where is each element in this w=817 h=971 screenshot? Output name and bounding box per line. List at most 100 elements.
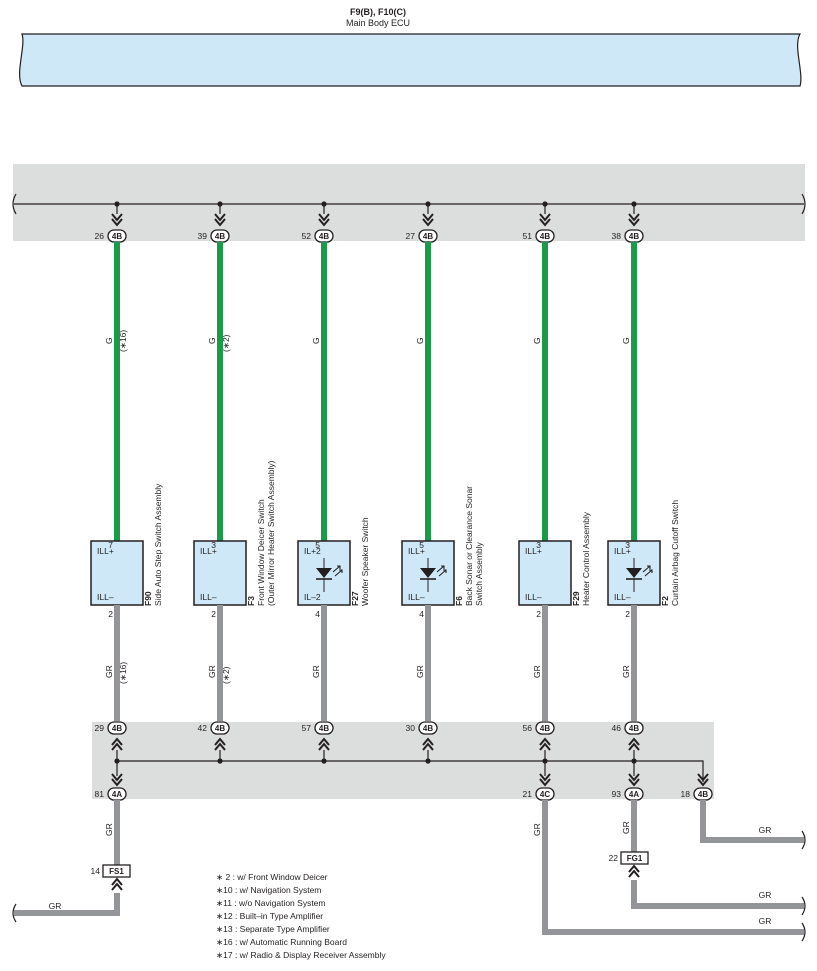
lower-chevron-icon (111, 737, 123, 751)
wire-option-note: (∗2) (221, 334, 231, 352)
component-name-line-1: Front Window Deicer Switch (256, 499, 266, 606)
wire-81-label: GR (104, 823, 114, 836)
ground-wire-color-label: GR (104, 665, 114, 678)
ground-wire-color-label: GR (415, 665, 425, 678)
gray-wire-fs1-exit (14, 893, 120, 916)
pin-out: 2 (625, 609, 630, 619)
pin-out-label: ILL– (525, 592, 542, 602)
lower-chevron-icon (628, 737, 640, 751)
ground-wire-color-label: GR (207, 665, 217, 678)
lower-output-pin: 81 (95, 789, 105, 799)
pin-in: 3 (211, 540, 216, 550)
lower-output-connector-code: 4A (112, 790, 122, 799)
bottom-connector-code: 4B (423, 724, 433, 733)
bottom-pin: 30 (406, 723, 416, 733)
exit-break-2 (801, 830, 806, 850)
lower-chevron-icon (539, 737, 551, 751)
wire-color-label: G (311, 337, 321, 344)
pin-out: 4 (315, 609, 320, 619)
wire-color-label: G (621, 337, 631, 344)
top-connector-code: 4B (112, 232, 122, 241)
pin-in-label: ILL+ (525, 546, 542, 556)
upper-junction-band (13, 164, 805, 241)
pin-out-label: ILL– (97, 592, 114, 602)
bottom-connector (107, 721, 127, 735)
lower-output-chevron-icon (628, 773, 640, 787)
ecu-code: F9(B), F10(C) (350, 7, 406, 17)
top-pin: 51 (523, 231, 533, 241)
pin-in-label: ILL+ (97, 546, 114, 556)
ecu-name: Main Body ECU (346, 18, 410, 28)
option-note-1: ∗ 2 : w/ Front Window Deicer (216, 872, 328, 882)
gray-wire-fg1-exit (631, 880, 804, 909)
component-code: F3 (246, 596, 256, 606)
gray-wire-18 (700, 800, 804, 843)
light-rays-icon (332, 565, 343, 577)
upper-chevron-icon (111, 213, 123, 227)
ground-wire-color-label: GR (311, 665, 321, 678)
upper-bus-break-right (801, 193, 806, 215)
fs1-ground-pin: 14 (91, 866, 101, 876)
exit-wire-3-label: GR (759, 890, 772, 900)
component-name-line-1: Heater Control Assembly (581, 511, 591, 606)
exit-wire-4-label: GR (759, 916, 772, 926)
bottom-connector-code: 4B (540, 724, 550, 733)
ground-wire-option-note: (∗16) (118, 662, 128, 684)
exit-wire-1-label: GR (49, 901, 62, 911)
fg1-ground-code: FG1 (627, 854, 643, 863)
option-note-4: ∗12 : Built–in Type Amplifier (216, 911, 323, 921)
component-name-line-1: Curtain Airbag Cutoff Switch (670, 500, 680, 606)
pin-in-label: IL+2 (304, 546, 321, 556)
lower-output-pin: 21 (523, 789, 533, 799)
option-note-7: ∗17 : w/ Radio & Display Receiver Assemb… (216, 950, 386, 960)
component-name-line-1: Woofer Speaker Switch (360, 517, 370, 606)
component-name-line-2: Switch Assembly (474, 541, 484, 606)
bottom-pin: 56 (523, 723, 533, 733)
bottom-connector (535, 721, 555, 735)
fg1-ground-chevron-icon (628, 864, 640, 878)
upper-bus-break-left (12, 193, 17, 215)
fs1-ground-code: FS1 (109, 867, 124, 876)
exit-break-4 (801, 922, 806, 942)
lower-output-connector-code: 4A (629, 790, 639, 799)
component-code: F6 (454, 596, 464, 606)
upper-chevron-icon (318, 213, 330, 227)
lower-output-pin: 93 (612, 789, 622, 799)
lower-output-connector-code: 4C (540, 790, 550, 799)
gray-wire-21 (542, 800, 804, 935)
component-box (518, 540, 572, 606)
pin-in-label: ILL+ (408, 546, 425, 556)
lower-bus-line (117, 760, 704, 782)
pin-in: 5 (315, 540, 320, 550)
led-icon (420, 568, 436, 578)
option-notes: ∗ 2 : w/ Front Window Deicer∗10 : w/ Nav… (216, 872, 386, 960)
bottom-pin: 29 (95, 723, 105, 733)
pin-in-label: ILL+ (200, 546, 217, 556)
lower-chevron-icon (422, 737, 434, 751)
option-note-3: ∗11 : w/o Navigation System (216, 898, 325, 908)
upper-chevron-icon (539, 213, 551, 227)
wire-21-label: GR (532, 823, 542, 836)
ground-wire-color-label: GR (532, 665, 542, 678)
top-connector-code: 4B (319, 232, 329, 241)
pin-out: 2 (108, 609, 113, 619)
lower-output-connector-code: 4B (698, 790, 708, 799)
lower-chevron-icon (318, 737, 330, 751)
bottom-connector (624, 721, 644, 735)
lower-output-chevron-icon (539, 773, 551, 787)
pin-out-label: ILL– (200, 592, 217, 602)
top-pin: 38 (612, 231, 622, 241)
component-code: F2 (660, 596, 670, 606)
bottom-connector-code: 4B (112, 724, 122, 733)
ground-wire-color-label: GR (621, 665, 631, 678)
lower-output-chevron-icon (697, 773, 709, 787)
top-connector-code: 4B (629, 232, 639, 241)
